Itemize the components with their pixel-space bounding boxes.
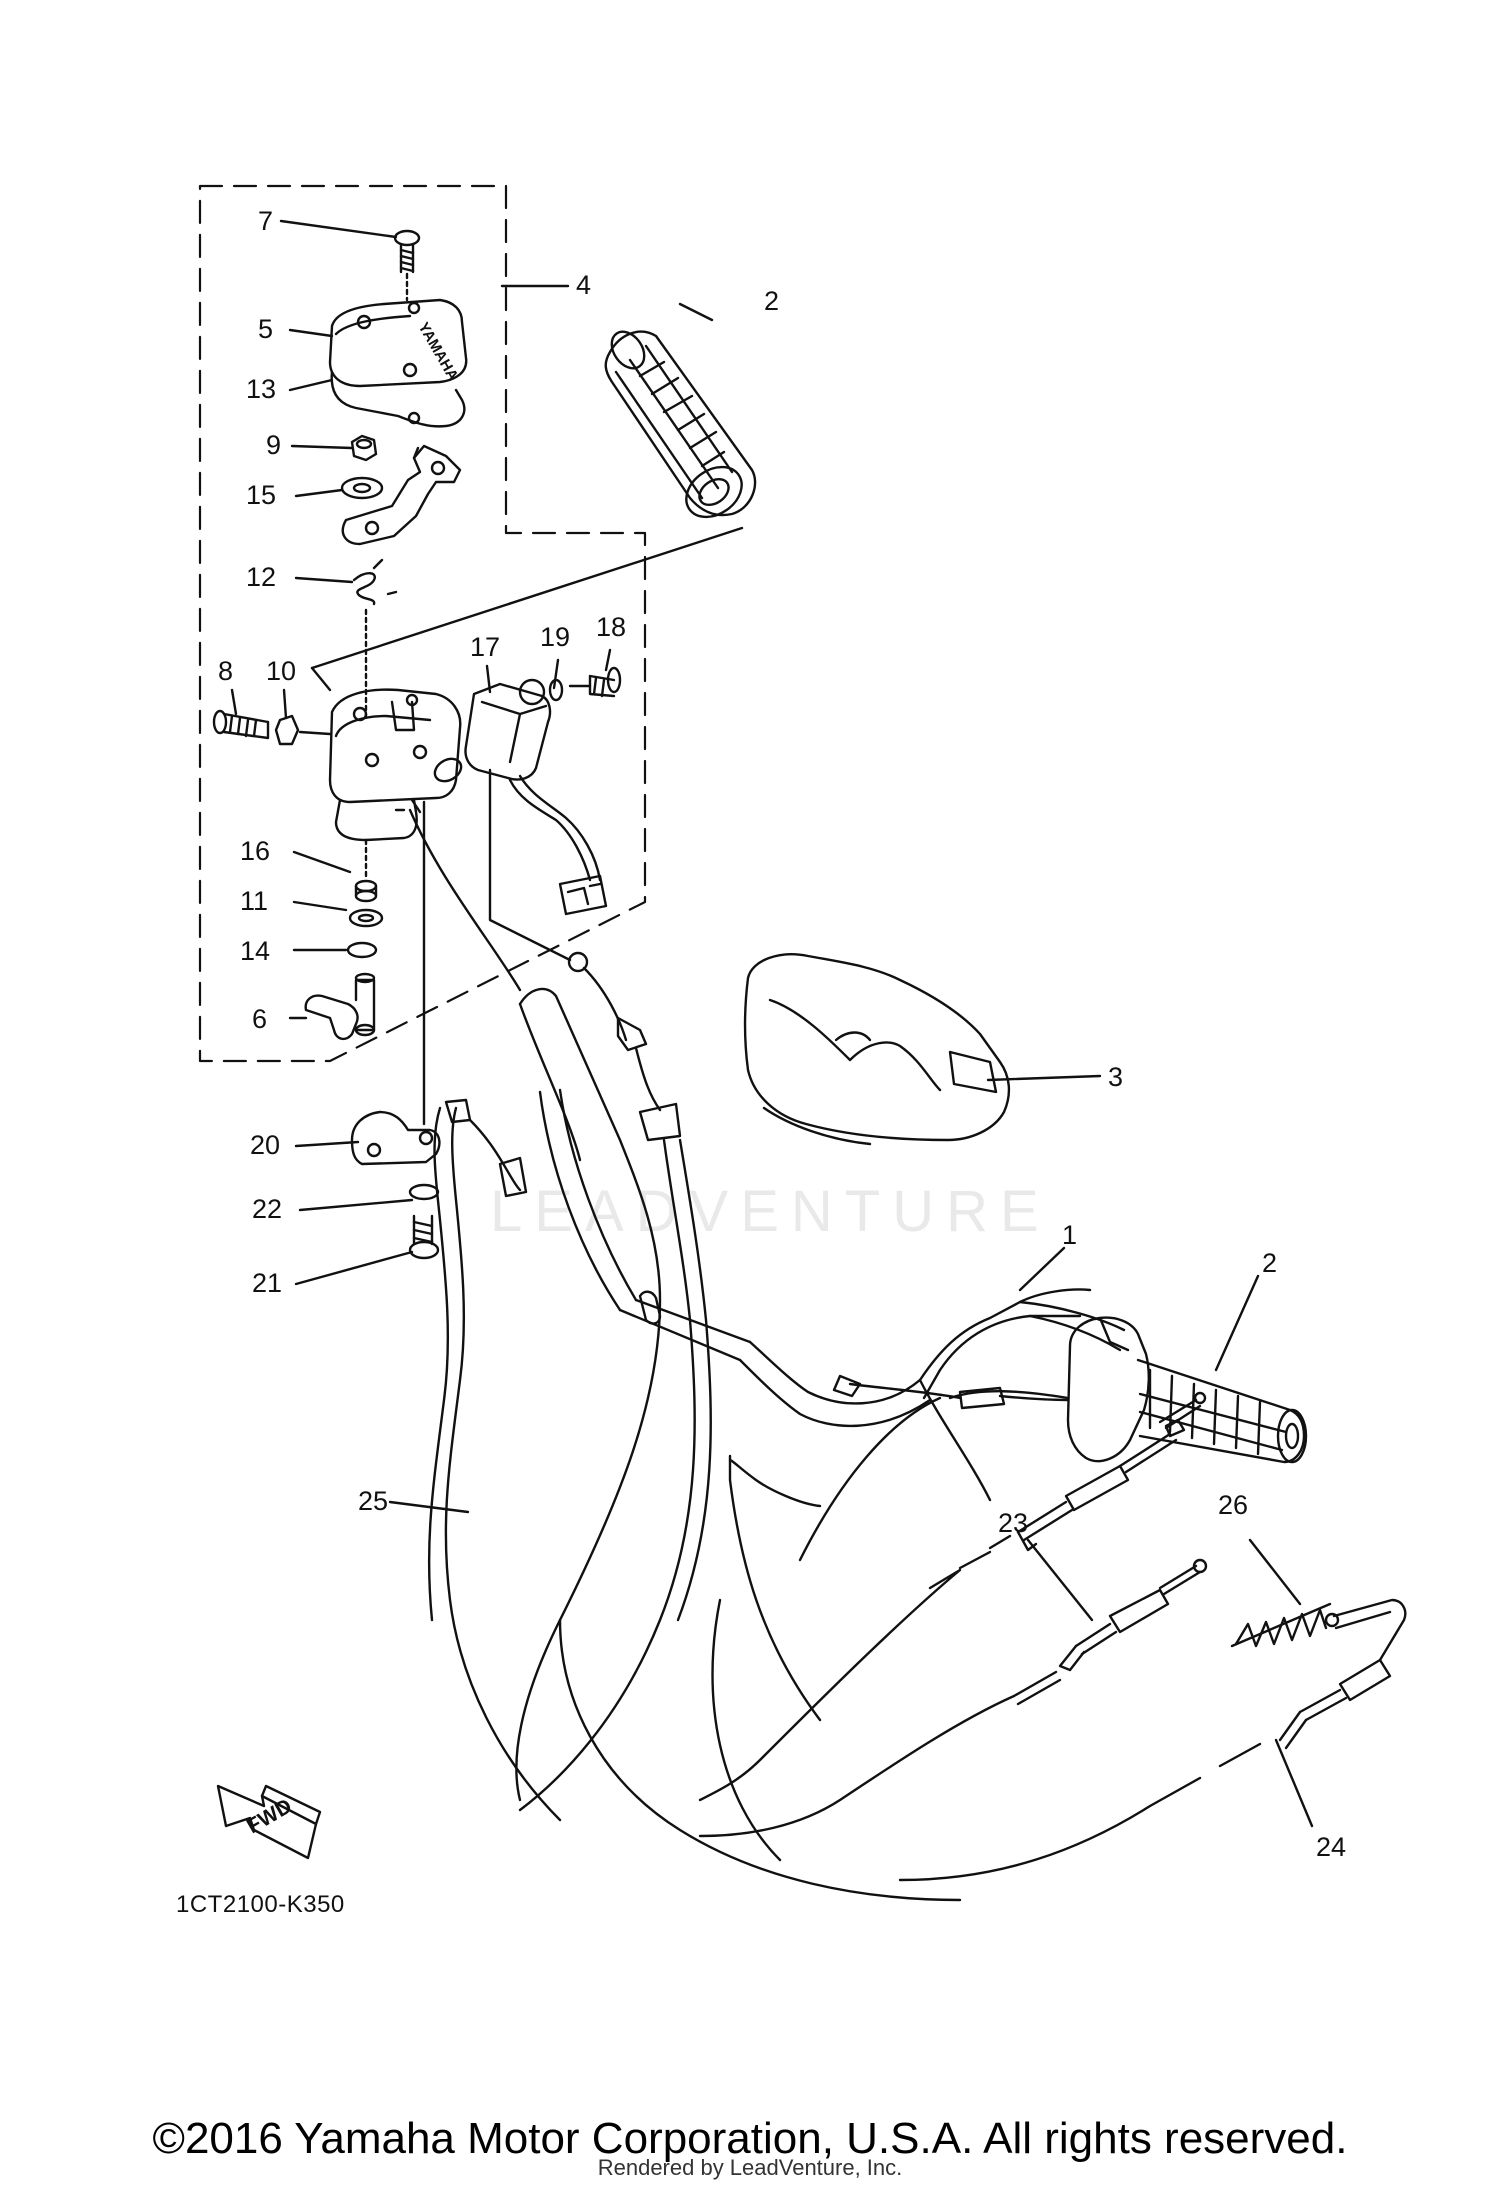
part-18-screw — [568, 666, 622, 698]
part-15-washer — [340, 476, 384, 500]
callout-21: 21 — [252, 1268, 282, 1298]
callout-13: 13 — [246, 374, 276, 404]
bracket-plate — [341, 444, 462, 546]
part-16-cap — [354, 879, 378, 903]
part-17-switch — [464, 678, 608, 916]
part-7-screw — [393, 229, 421, 302]
callout-11: 11 — [240, 886, 268, 916]
callout-22: 22 — [252, 1194, 282, 1224]
throttle-cable — [832, 1374, 1070, 1410]
callout-14: 14 — [240, 936, 270, 966]
callout-15: 15 — [246, 480, 276, 510]
part-24-cable-mid — [698, 1558, 1208, 1838]
callout-12: 12 — [246, 562, 276, 592]
callout-18: 18 — [596, 612, 626, 642]
callout-2-bottom: 2 — [1262, 1248, 1277, 1278]
part-8-bolt — [212, 709, 270, 740]
callout-7: 7 — [258, 206, 273, 236]
callout-19: 19 — [540, 622, 570, 652]
rendered-by: Rendered by LeadVenture, Inc. — [597, 2155, 903, 2180]
part-20-clamp — [350, 1110, 441, 1166]
callout-8: 8 — [218, 656, 233, 686]
cover-logo: YAMAHA — [415, 320, 462, 384]
part-10-nut — [274, 714, 332, 746]
callout-4: 4 — [576, 270, 591, 300]
part-26-spring — [1230, 1602, 1332, 1648]
part-1-handlebar — [538, 1088, 1126, 1508]
part-22-washer — [408, 1183, 440, 1201]
part-25-hose — [427, 987, 662, 1822]
part-11-washer — [348, 908, 384, 928]
part-14-oring — [346, 941, 378, 959]
callout-9: 9 — [266, 430, 281, 460]
callout-2-top: 2 — [764, 286, 779, 316]
grip-guide-line — [310, 526, 744, 670]
main-hose-loops — [558, 1396, 962, 1902]
part-2-grip-loose — [604, 330, 757, 519]
part-19-washer — [548, 678, 564, 702]
callout-25: 25 — [358, 1486, 388, 1516]
callout-16: 16 — [240, 836, 270, 866]
part-3-handguard — [743, 953, 1011, 1146]
callout-24: 24 — [1316, 1832, 1346, 1862]
part-13-gasket — [330, 370, 466, 428]
callout-10: 10 — [266, 656, 296, 686]
callout-6: 6 — [252, 1004, 267, 1034]
watermark: LEADVENTURE — [490, 1179, 1051, 1244]
callout-20: 20 — [250, 1130, 280, 1160]
fwd-arrow-icon: FWD — [216, 1784, 322, 1860]
part-23-cable — [698, 1391, 1207, 1802]
part-12-spring — [352, 558, 398, 722]
callout-labels: 7 4 5 13 9 15 12 2 17 19 18 8 10 16 11 1… — [176, 206, 1346, 1918]
part-4-switch-housing — [328, 688, 463, 882]
part-5-cover: YAMAHA — [328, 298, 468, 388]
copyright-notice: ©2016 Yamaha Motor Corporation, U.S.A. A… — [152, 2114, 1348, 2163]
cable-set-upper — [408, 768, 712, 1812]
diagram-code: 1CT2100-K350 — [176, 1891, 345, 1918]
callout-23: 23 — [998, 1508, 1028, 1538]
callout-1: 1 — [1062, 1220, 1077, 1250]
part-6-lever — [304, 972, 376, 1041]
part-24-cable-right — [898, 1598, 1407, 1882]
callout-26: 26 — [1218, 1490, 1248, 1520]
part-2-grip-installed — [1066, 1316, 1308, 1464]
callout-3: 3 — [1108, 1062, 1123, 1092]
part-9-nut — [350, 434, 378, 462]
callout-5: 5 — [258, 314, 273, 344]
leader-lines — [230, 219, 1314, 1828]
callout-17: 17 — [470, 632, 500, 662]
part-21-bolt — [408, 1214, 440, 1260]
